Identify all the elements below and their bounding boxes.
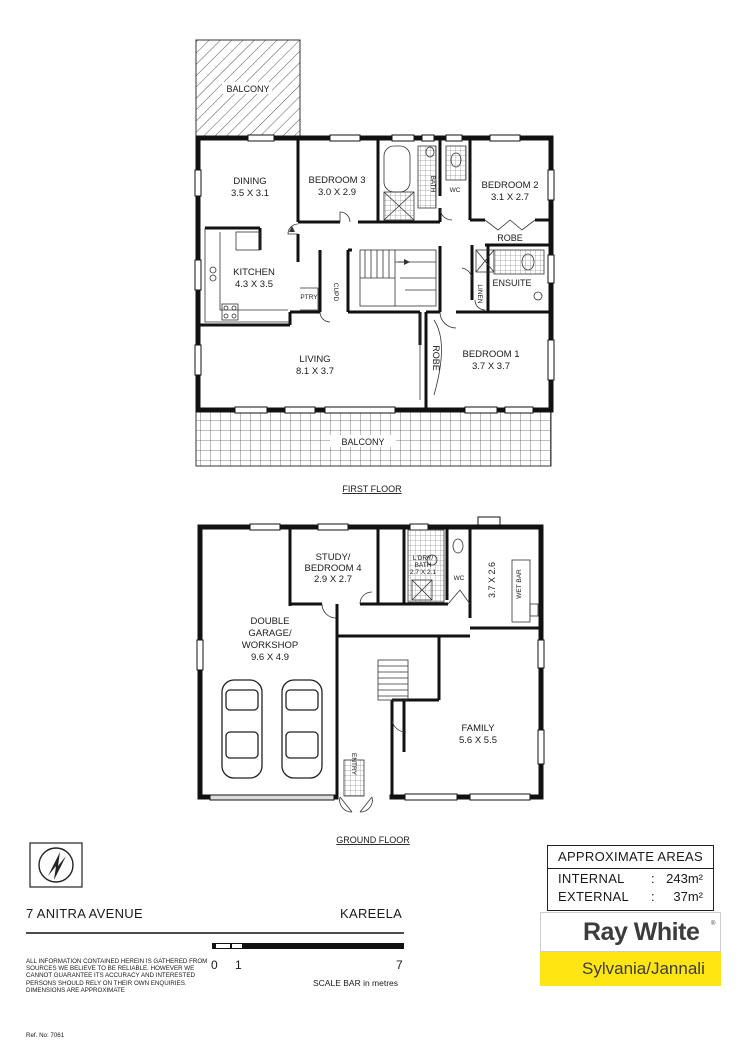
property-suburb: KAREELA <box>340 906 403 921</box>
room-name-garage-2: GARAGE/ <box>248 628 292 639</box>
ground-wc-label: WC <box>454 575 465 582</box>
wet-bar-label: WET BAR <box>516 569 523 599</box>
room-size-bedroom-2: 3.1 X 2.7 <box>491 192 529 203</box>
scale-label-1: 1 <box>235 958 242 972</box>
laundry-size: 2.7 X 2.1 <box>410 569 436 576</box>
room-name-study-line2: BEDROOM 4 <box>304 563 361 574</box>
room-size-study: 2.9 X 2.7 <box>314 574 352 585</box>
linen-label: LINEN <box>476 284 483 303</box>
ray-white-logo: Ray White ® Sylvania/Jannali <box>540 912 721 986</box>
cupboard-label: CUPD <box>332 283 339 302</box>
room-name-bedroom-2: BEDROOM 2 <box>481 180 538 191</box>
scale-bar <box>212 943 404 949</box>
room-name-dining: DINING <box>233 176 266 187</box>
external-label: EXTERNAL <box>558 889 630 904</box>
entry-doors <box>339 759 373 813</box>
scale-label-7: 7 <box>396 958 403 972</box>
laundry-label: L'DRY/ <box>413 555 433 562</box>
room-name-garage-1: DOUBLE <box>250 616 289 627</box>
balcony-top-label: BALCONY <box>226 84 269 94</box>
room-size-living: 8.1 X 3.7 <box>296 366 334 377</box>
pantry-label: PTRY <box>300 294 318 301</box>
room-name-living: LIVING <box>299 354 330 365</box>
room-size-dining: 3.5 X 3.1 <box>231 188 269 199</box>
office-banner: Sylvania/Jannali <box>540 952 721 986</box>
first-floor-title: FIRST FLOOR <box>342 484 402 494</box>
brand-name: Ray White <box>583 918 700 946</box>
room-size-garage: 9.6 X 4.9 <box>251 652 289 663</box>
robe-label-bedroom-2: ROBE <box>497 233 523 243</box>
ground-floor: STUDY/ BEDROOM 4 2.9 X 2.7 DOUBLE GARAGE… <box>196 516 545 845</box>
robe-label-bedroom-1: ROBE <box>431 345 441 371</box>
reference-number: Ref. No: 7061 <box>26 1032 65 1039</box>
bathroom-fixtures <box>383 145 545 301</box>
laundry-fixtures <box>407 529 539 623</box>
room-name-bedroom-1: BEDROOM 1 <box>462 349 519 360</box>
internal-colon: : <box>651 871 655 886</box>
internal-value: 243m² <box>666 871 703 886</box>
room-name-garage-3: WORKSHOP <box>242 640 298 651</box>
entry-label: ENTRY <box>350 753 357 776</box>
ground-floor-stair <box>377 659 409 701</box>
first-floor-stair <box>359 249 437 307</box>
external-colon: : <box>651 889 655 904</box>
room-name-kitchen: KITCHEN <box>233 267 275 278</box>
room-size-bedroom-1: 3.7 X 3.7 <box>472 361 510 372</box>
room-size-family: 5.6 X 5.5 <box>459 735 497 746</box>
areas-title: APPROXIMATE AREAS <box>548 846 713 869</box>
trademark-symbol: ® <box>711 921 716 927</box>
room-size-bedroom-3: 3.0 X 2.9 <box>318 187 356 198</box>
internal-label: INTERNAL <box>558 871 625 886</box>
balcony-bottom-label: BALCONY <box>341 437 384 447</box>
scale-caption: SCALE BAR in metres <box>313 978 399 988</box>
disclaimer-text: ALL INFORMATION CONTAINED HEREIN IS GATH… <box>26 958 208 994</box>
property-address: 7 ANITRA AVENUE <box>26 906 143 921</box>
room-size-kitchen: 4.3 X 3.5 <box>235 279 273 290</box>
office-name: Sylvania/Jannali <box>582 959 705 978</box>
ensuite-label: ENSUITE <box>492 278 531 288</box>
external-value: 37m² <box>673 889 703 904</box>
north-arrow-icon <box>29 842 83 888</box>
balcony-bottom <box>195 411 552 467</box>
laundry-label-line2: BATH <box>415 562 432 569</box>
bar-area-size: 3.7 X 2.6 <box>487 562 497 598</box>
ground-floor-title: GROUND FLOOR <box>336 835 410 845</box>
room-name-study: STUDY/ <box>316 552 351 563</box>
garage-cars <box>221 679 323 779</box>
kitchen-counter <box>204 228 319 323</box>
room-name-bedroom-3: BEDROOM 3 <box>308 175 365 186</box>
bath-label: BATH <box>429 176 436 193</box>
first-floor: DINING 3.5 X 3.1 BEDROOM 3 3.0 X 2.9 BED… <box>194 39 555 494</box>
room-name-family: FAMILY <box>461 723 495 734</box>
approximate-areas-box: APPROXIMATE AREAS INTERNAL : 243m² EXTER… <box>547 845 714 911</box>
wc-label: WC <box>450 187 461 194</box>
scale-label-0: 0 <box>211 958 218 972</box>
